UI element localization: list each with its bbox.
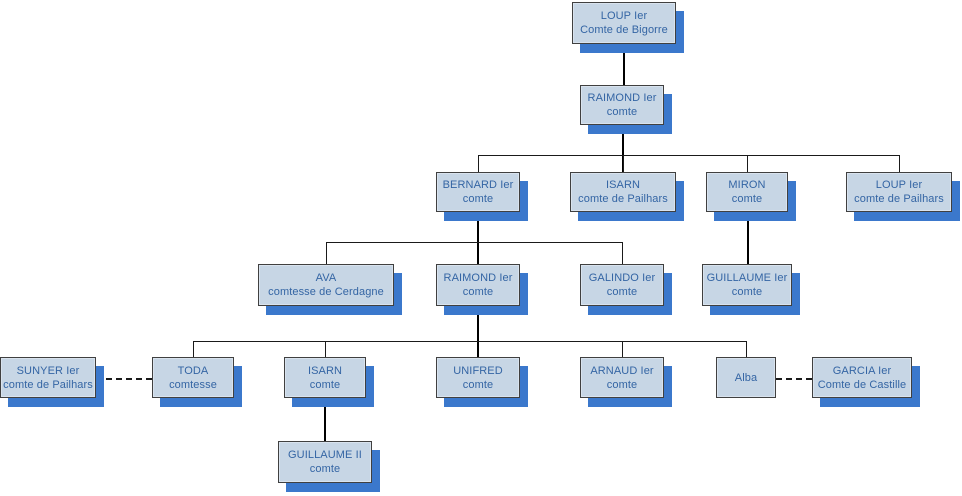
node-subtitle: comte [309,463,341,475]
node-unifred-comte[interactable]: UNIFRED comte [436,357,528,407]
connector-bernard1-stem [477,212,479,264]
node-box: SUNYER Ier comte de Pailhars [0,357,96,398]
node-box: ISARN comte [284,357,366,398]
node-box: GARCIA Ier Comte de Castille [812,357,912,398]
node-subtitle: comte de Pailhars [3,378,93,391]
node-title: LOUP Ier [875,179,923,191]
node-box: LOUP Ier Comte de Bigorre [572,2,676,44]
node-subtitle: comtesse [169,378,217,391]
connector-isarn2-guillaume2 [324,398,326,441]
node-box: TODA comtesse [152,357,234,398]
bus-level-4 [193,341,746,342]
node-box: GUILLAUME II comte [278,441,372,483]
node-bernard-ier-comte[interactable]: BERNARD Ier comte [436,172,528,221]
drop-loup1-pailhars [899,155,900,172]
node-subtitle: comte [731,286,763,298]
node-subtitle: comte [462,378,494,391]
node-arnaud-ier-comte[interactable]: ARNAUD Ier comte [580,357,672,407]
node-title: UNIFRED [453,364,503,377]
node-title: MIRON [728,179,766,191]
connector-miron-guillaume1 [747,212,749,264]
drop-toda [193,341,194,357]
node-ava-comtesse-de-cerdagne[interactable]: AVA comtesse de Cerdagne [258,264,402,315]
node-box: LOUP Ier comte de Pailhars [846,172,952,212]
node-box: AVA comtesse de Cerdagne [258,264,394,306]
node-isarn-comte[interactable]: ISARN comte [284,357,374,407]
node-box: RAIMOND Ier comte [436,264,520,306]
node-guillaume-ii-comte[interactable]: GUILLAUME II comte [278,441,380,492]
node-title: BERNARD Ier [442,179,514,191]
node-subtitle: Comte de Castille [817,378,907,391]
drop-miron [747,155,748,172]
node-title: GARCIA Ier [832,364,892,377]
node-subtitle: comtesse de Cerdagne [268,286,384,298]
node-subtitle: comte [731,193,763,205]
connector-raimond1-stem [622,125,624,172]
drop-alba [746,341,747,357]
bus-level-2 [478,155,899,156]
node-box: GALINDO Ier comte [580,264,664,306]
node-title: GUILLAUME II [288,449,362,461]
node-subtitle: comte [606,106,638,118]
node-title: LOUP Ier [600,10,648,22]
node-raimond-ier-comte-level3[interactable]: RAIMOND Ier comte [436,264,528,315]
node-title: RAIMOND Ier [587,92,657,104]
node-box: GUILLAUME Ier comte [702,264,792,306]
node-loup-ier-comte-de-pailhars[interactable]: LOUP Ier comte de Pailhars [846,172,960,221]
connector-loup1-raimond1 [623,44,625,85]
node-box: BERNARD Ier comte [436,172,520,212]
node-raimond-ier-comte[interactable]: RAIMOND Ier comte [580,85,672,134]
drop-arnaud1 [622,341,623,357]
node-title: AVA [315,272,337,284]
node-title: Alba [734,371,758,384]
node-subtitle: comte [606,286,638,298]
node-garcia-ier-comte-de-castille[interactable]: GARCIA Ier Comte de Castille [812,357,920,407]
drop-isarn-pailhars [623,155,624,172]
node-box: Alba [716,357,776,398]
connector-raimond1b-stem [477,306,479,357]
node-box: RAIMOND Ier comte [580,85,664,125]
node-isarn-comte-de-pailhars[interactable]: ISARN comte de Pailhars [570,172,684,221]
node-loup-ier-comte-de-bigorre[interactable]: LOUP Ier Comte de Bigorre [572,2,684,53]
node-title: ISARN [605,179,641,191]
node-title: RAIMOND Ier [443,272,513,284]
node-subtitle: comte [462,286,494,298]
node-subtitle: comte [462,193,494,205]
node-subtitle: comte de Pailhars [854,193,944,205]
node-subtitle: comte [309,378,341,391]
node-alba[interactable]: Alba [716,357,776,398]
node-box: MIRON comte [706,172,788,212]
node-subtitle: comte de Pailhars [578,193,668,205]
node-title: GALINDO Ier [588,272,656,284]
marriage-link-alba-garcia [776,378,812,380]
node-box: ISARN comte de Pailhars [570,172,676,212]
node-guillaume-ier-comte[interactable]: GUILLAUME Ier comte [702,264,800,315]
node-box: UNIFRED comte [436,357,520,398]
drop-isarn2 [325,341,326,357]
node-toda-comtesse[interactable]: TODA comtesse [152,357,242,407]
drop-bernard1 [478,155,479,172]
node-title: SUNYER Ier [16,364,80,377]
node-sunyer-ier-comte-de-pailhars[interactable]: SUNYER Ier comte de Pailhars [0,357,104,407]
node-subtitle: Comte de Bigorre [580,24,668,36]
drop-ava [326,242,327,264]
node-title: GUILLAUME Ier [706,272,788,284]
node-galindo-ier-comte[interactable]: GALINDO Ier comte [580,264,672,315]
drop-galindo1 [622,242,623,264]
marriage-link-sunyer-toda [96,378,152,380]
node-title: ARNAUD Ier [590,364,654,377]
node-box: ARNAUD Ier comte [580,357,664,398]
bus-level-3 [326,242,623,243]
node-title: TODA [177,364,209,377]
node-miron-comte[interactable]: MIRON comte [706,172,796,221]
node-title: ISARN [307,364,343,377]
node-subtitle: comte [606,378,638,391]
